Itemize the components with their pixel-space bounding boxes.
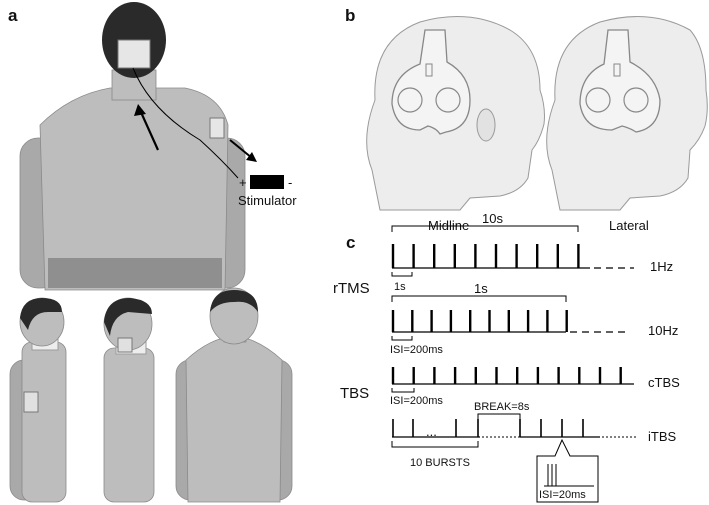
arrow-head-up bbox=[134, 104, 146, 116]
occipital-electrode bbox=[117, 39, 151, 69]
stimulator-plus: + bbox=[239, 175, 247, 190]
continuation-dots: ... bbox=[426, 424, 437, 439]
mannequin-profile-view bbox=[103, 297, 155, 503]
group-label-rtms: rTMS bbox=[333, 280, 370, 297]
group-label-tbs: TBS bbox=[340, 385, 369, 402]
break-label: BREAK=8s bbox=[474, 401, 530, 413]
double-cone-coil-midline bbox=[391, 29, 471, 135]
head-midline: Midline bbox=[366, 16, 545, 233]
panel-b-label: b bbox=[345, 6, 355, 25]
bracket-10-bursts bbox=[391, 441, 479, 448]
isi-label-200-1: ISI=200ms bbox=[390, 344, 443, 356]
head-lateral: Lateral bbox=[546, 16, 708, 233]
stimulator-box bbox=[250, 175, 284, 189]
panel-a-label: a bbox=[8, 6, 18, 25]
pulse-train-itbs: BREAK=8s ... 10 BURSTS iTBS ISI=20ms bbox=[391, 401, 677, 503]
row-label-10hz: 10Hz bbox=[648, 323, 678, 338]
span-label-1s-small: 1s bbox=[394, 281, 406, 293]
mannequin-front-view bbox=[175, 287, 293, 503]
lateral-caption: Lateral bbox=[609, 218, 649, 233]
span-label-1s: 1s bbox=[474, 281, 488, 296]
bracket-1s-small bbox=[391, 272, 413, 277]
pulse-train-10hz: 1s ISI=200ms 10Hz bbox=[390, 281, 678, 356]
stimulator-minus: - bbox=[288, 175, 292, 190]
mannequin-side-view bbox=[9, 297, 67, 503]
waistband bbox=[48, 258, 222, 288]
shoulder-electrode bbox=[209, 117, 225, 139]
bracket-1s bbox=[391, 295, 567, 302]
row-label-ctbs: cTBS bbox=[648, 375, 680, 390]
arrow-head-down bbox=[246, 152, 257, 162]
stimulator-label: Stimulator bbox=[238, 193, 297, 208]
isi-label-200-2: ISI=200ms bbox=[390, 395, 443, 407]
pulse-train-1hz: 10s 1s 1Hz bbox=[391, 211, 673, 293]
pulse-train-ctbs: ISI=200ms cTBS bbox=[390, 367, 680, 407]
ear bbox=[476, 108, 496, 142]
isi-label-20: ISI=20ms bbox=[539, 489, 586, 501]
panel-a: a + - Stimulator bbox=[8, 2, 297, 503]
bracket-break bbox=[477, 413, 521, 420]
torso-back bbox=[39, 87, 229, 291]
bursts-label: 10 BURSTS bbox=[410, 457, 470, 469]
mannequin-back-view bbox=[19, 2, 257, 291]
arm-electrode bbox=[23, 391, 39, 413]
current-arrow-down bbox=[229, 139, 253, 159]
panel-b: b Midline Lateral bbox=[345, 6, 708, 233]
stimulator-device: + - Stimulator bbox=[238, 175, 297, 208]
row-label-itbs: iTBS bbox=[648, 429, 677, 444]
span-label-10s: 10s bbox=[482, 211, 503, 226]
panel-c: c rTMS TBS 10s 1s 1Hz 1s ISI=200ms 10Hz bbox=[333, 211, 680, 503]
bracket-10s bbox=[391, 225, 579, 232]
row-label-1hz: 1Hz bbox=[650, 259, 673, 274]
current-arrow-up bbox=[138, 109, 160, 151]
double-cone-coil-lateral bbox=[579, 29, 661, 133]
electrode-wire bbox=[132, 67, 239, 179]
panel-c-label: c bbox=[346, 233, 355, 252]
